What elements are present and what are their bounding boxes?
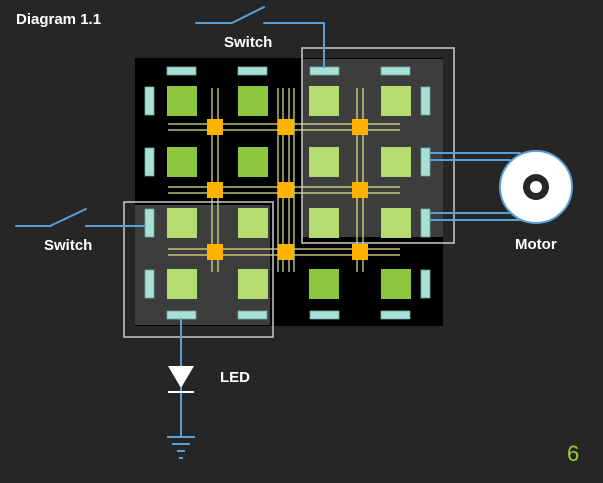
diagram-title: Diagram 1.1: [16, 11, 102, 28]
motor-label: Motor: [515, 236, 557, 253]
switch-left-label: Switch: [44, 237, 93, 254]
motor-icon: [499, 150, 573, 224]
highlight-box-top-right: [301, 47, 455, 244]
logic-cells: [167, 86, 411, 299]
io-pads: [144, 66, 431, 320]
external-wiring: [15, 6, 521, 438]
led-label: LED: [220, 369, 250, 386]
switch-nodes: [207, 119, 368, 260]
led-diode-icon: [168, 366, 194, 393]
page-number: 6: [567, 441, 580, 466]
highlight-box-bottom-left: [123, 201, 274, 338]
switch-top-label: Switch: [224, 34, 273, 51]
ground-symbol-icon: [167, 436, 195, 459]
